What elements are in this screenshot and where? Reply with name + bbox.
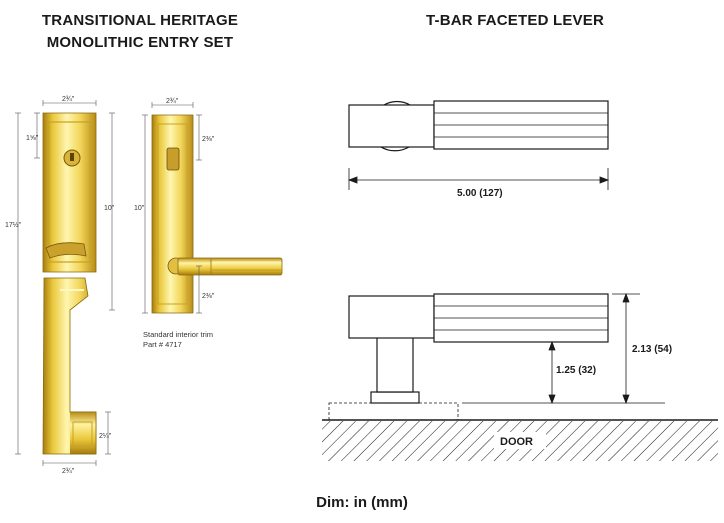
grip-base-height: 2¼" <box>99 433 112 440</box>
interior-height: 10" <box>134 205 145 212</box>
interior-lever-offset: 2⅜" <box>202 293 215 300</box>
length-dimension <box>347 168 610 190</box>
exterior-dimension-lines <box>15 100 115 466</box>
plate-height: 10" <box>104 205 115 212</box>
thumb-turn <box>166 147 180 171</box>
product-title-line2: MONOLITHIC ENTRY SET <box>46 34 234 51</box>
interior-width: 2¾" <box>166 98 179 105</box>
lever-title: T-BAR FACETED LEVER <box>426 12 604 29</box>
projection-label: 2.13 (54) <box>632 344 672 355</box>
interior-lever <box>177 257 283 276</box>
door-label-background <box>494 432 546 449</box>
interior-caption-line1: Standard interior trim <box>143 330 213 339</box>
interior-dimension-lines <box>142 102 202 314</box>
lever-top-view <box>348 100 609 152</box>
units-note: Dim: in (mm) <box>316 494 408 511</box>
lever-length-label: 5.00 (127) <box>457 188 503 199</box>
interior-trim <box>151 114 283 314</box>
exterior-escutcheon <box>42 112 97 455</box>
thumbpiece <box>45 242 87 259</box>
exterior-width-top: 2¾" <box>62 96 75 103</box>
overall-height: 17½" <box>5 221 22 229</box>
interior-top-offset: 2⅜" <box>202 136 215 143</box>
exterior-width-bottom: 2¾" <box>62 468 75 475</box>
deadbolt-offset: 1⅝" <box>26 135 39 142</box>
interior-caption-line2: Part # 4717 <box>143 340 182 349</box>
projection-dimension <box>462 292 665 405</box>
door-label: DOOR <box>500 436 533 448</box>
product-title: TRANSITIONAL HERITAGE MONOLITHIC ENTRY S… <box>20 10 260 54</box>
clearance-label: 1.25 (32) <box>556 365 596 376</box>
product-title-line1: TRANSITIONAL HERITAGE <box>41 12 239 29</box>
lever-side-view <box>348 293 609 404</box>
rose-outline <box>328 402 459 421</box>
